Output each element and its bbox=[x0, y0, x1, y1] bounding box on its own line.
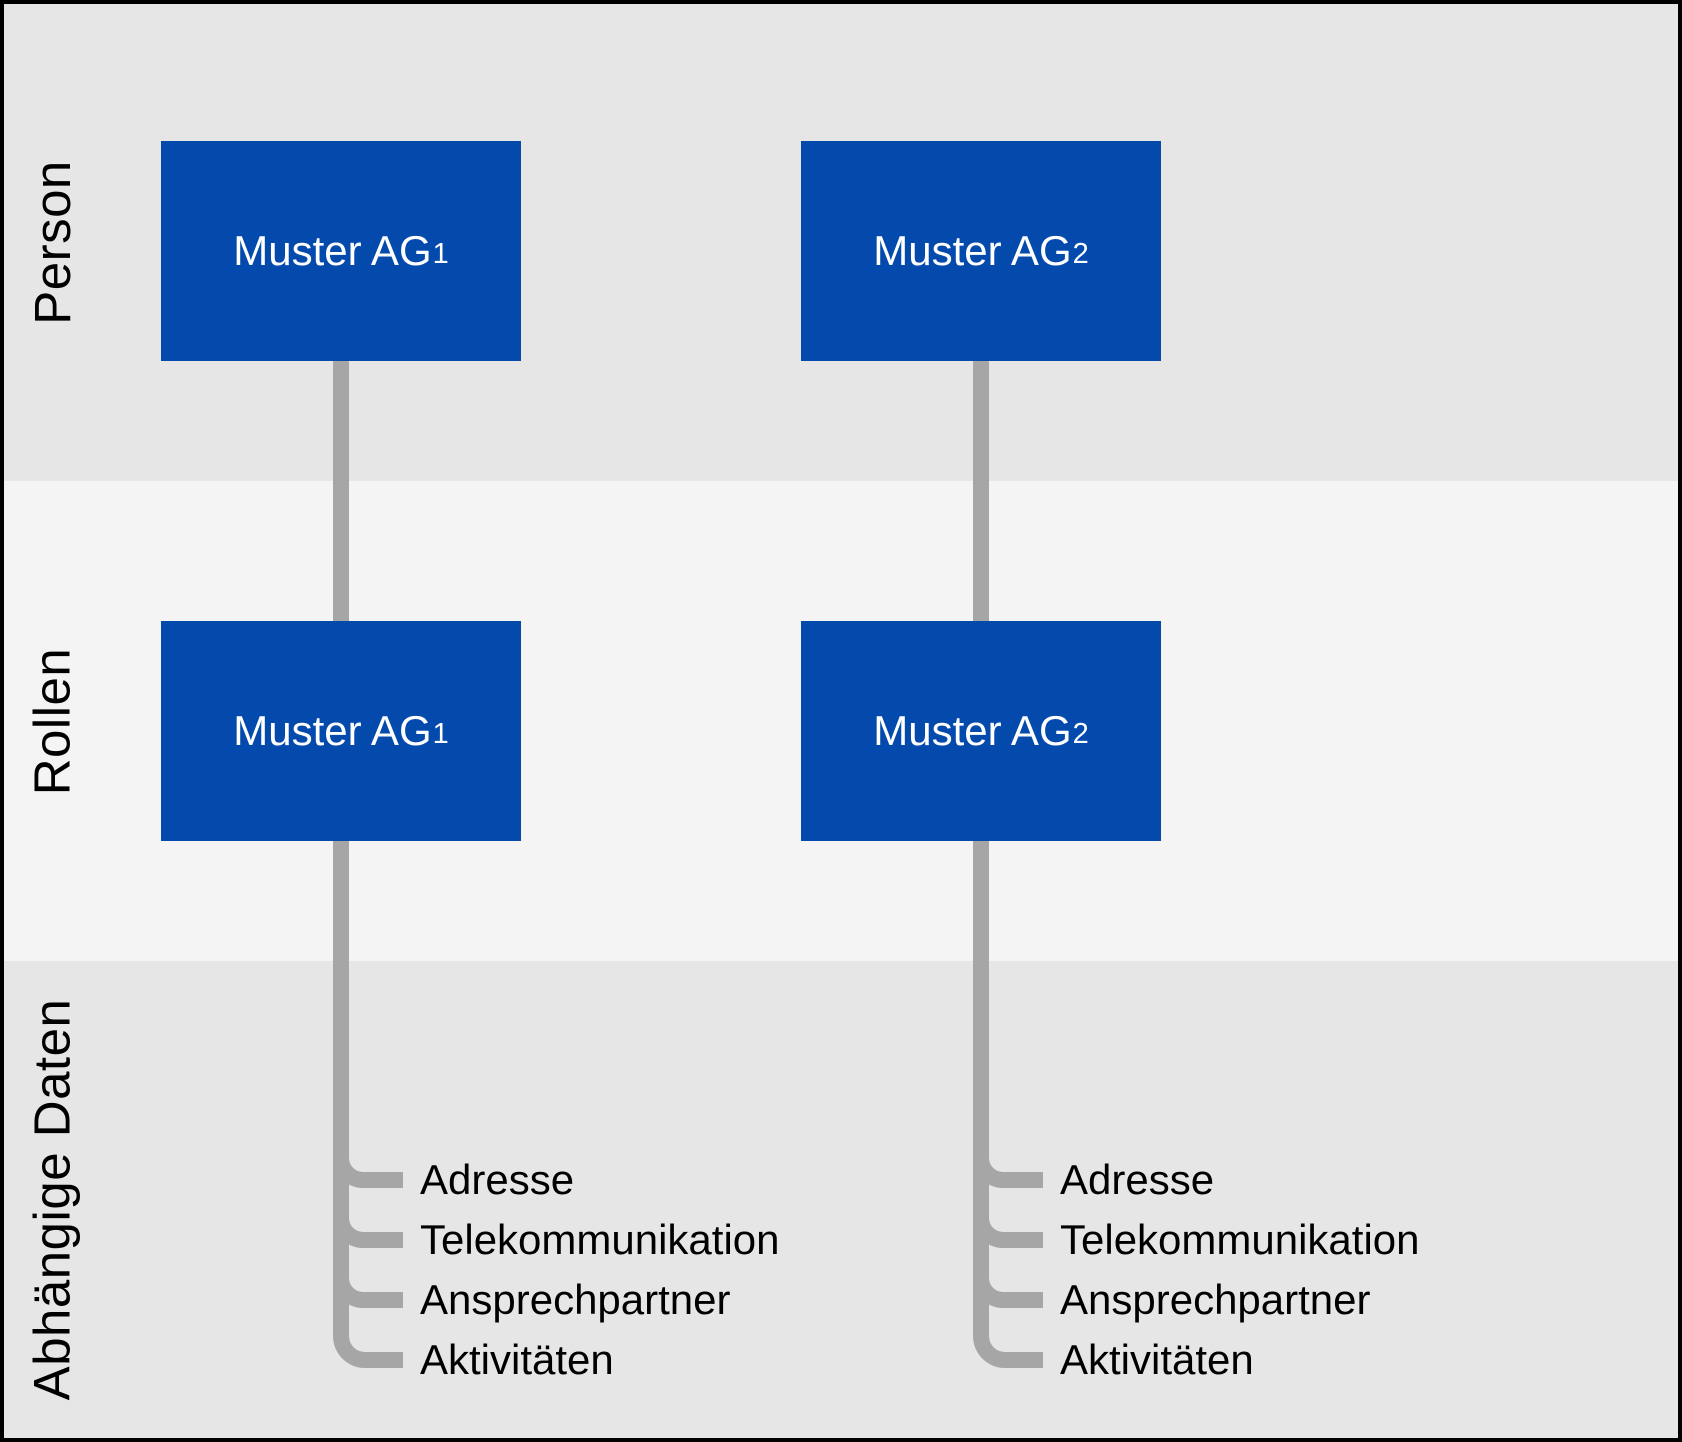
band-dependent-data bbox=[4, 961, 1678, 1438]
connector-branch-col1-telekommunikation bbox=[333, 1198, 403, 1248]
connector-branch-col1-adresse bbox=[333, 1138, 403, 1188]
dependent-item-telekommunikation: Telekommunikation bbox=[420, 1216, 780, 1263]
box-label-subscript: 1 bbox=[432, 717, 449, 750]
connector-trunk-col2 bbox=[973, 361, 1043, 1368]
dependent-item-telekommunikation: Telekommunikation bbox=[1060, 1216, 1420, 1263]
connector-branch-col2-adresse bbox=[973, 1138, 1043, 1188]
box-label: Muster AG bbox=[233, 707, 432, 754]
box-label-subscript: 1 bbox=[432, 237, 449, 270]
box-label: Muster AG bbox=[873, 707, 1072, 754]
box-label: Muster AG bbox=[873, 227, 1072, 274]
box-label: Muster AG bbox=[233, 227, 432, 274]
dependent-item-aktivitaeten: Aktivitäten bbox=[420, 1336, 614, 1383]
connector-branch-col2-ansprechpartner bbox=[973, 1258, 1043, 1308]
box-label-subscript: 2 bbox=[1072, 237, 1089, 270]
dependent-item-adresse: Adresse bbox=[420, 1156, 575, 1203]
connector-trunk-col1 bbox=[333, 361, 403, 1368]
dependent-item-ansprechpartner: Ansprechpartner bbox=[1060, 1276, 1371, 1323]
box-label-subscript: 2 bbox=[1072, 717, 1089, 750]
dependent-item-ansprechpartner: Ansprechpartner bbox=[420, 1276, 731, 1323]
dependent-item-aktivitaeten: Aktivitäten bbox=[1060, 1336, 1254, 1383]
connector-branch-col2-telekommunikation bbox=[973, 1198, 1043, 1248]
connector-branch-col1-ansprechpartner bbox=[333, 1258, 403, 1308]
dependent-item-adresse: Adresse bbox=[1060, 1156, 1215, 1203]
